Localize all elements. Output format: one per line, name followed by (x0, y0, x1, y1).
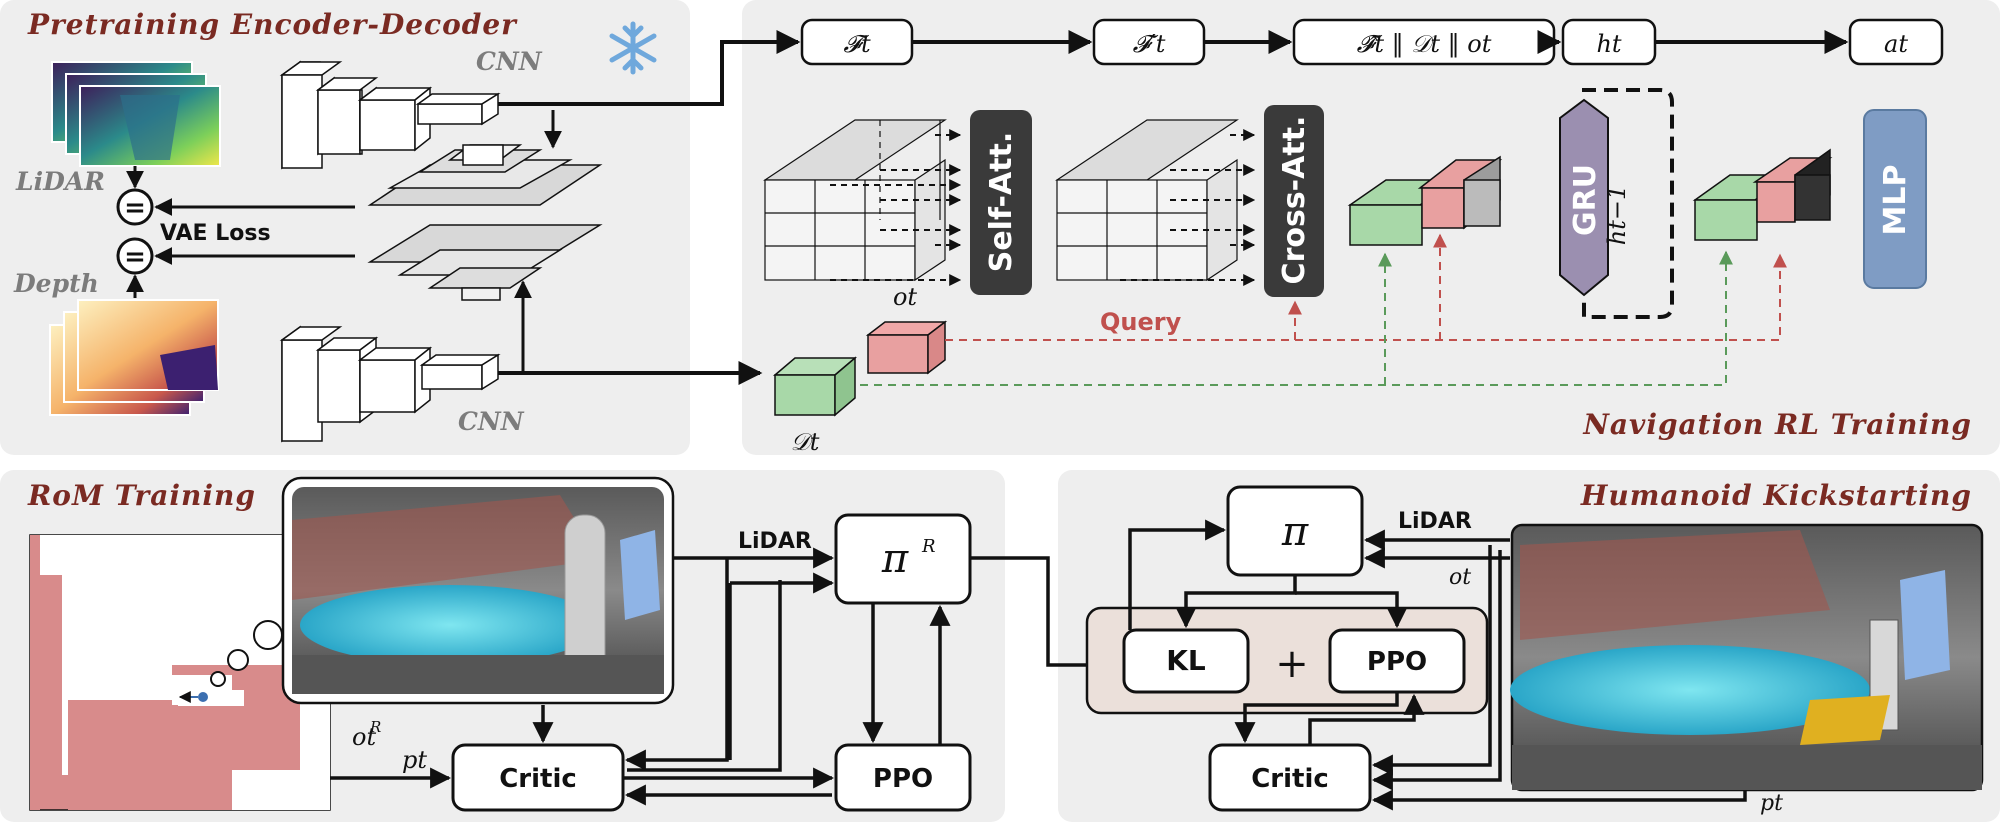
kick-lidar-label: LiDAR (1398, 509, 1472, 534)
gru-block (1559, 98, 1609, 297)
cnn-bottom-label: CNN (458, 407, 525, 436)
rom-map (29, 534, 331, 811)
lidar-label: LiDAR (15, 167, 105, 196)
hidden-ht-label: ht (1596, 30, 1621, 58)
dt-label: 𝒟t (791, 428, 820, 456)
kick-scene-image (1510, 523, 1984, 792)
mlp-label: MLP (1878, 165, 1913, 236)
rom-scene-image (281, 476, 675, 705)
rom-title: RoM Training (27, 479, 256, 512)
feature-ft-prime-label: 𝓕′t (1133, 30, 1166, 58)
cnn-top-label: CNN (476, 47, 543, 76)
pretraining-title: Pretraining Encoder-Decoder (27, 8, 518, 41)
kick-plus-label: + (1275, 641, 1309, 687)
kick-kl-label: KL (1166, 644, 1206, 677)
self-att-block (970, 110, 1032, 295)
equal-circle-top (116, 188, 154, 226)
kick-ppo-label: PPO (1367, 647, 1427, 677)
rom-pi-sup: R (921, 536, 936, 557)
ot-label-nav: ot (893, 283, 917, 311)
cnn-encoder-top (279, 60, 501, 170)
rom-ot-label: ot (352, 723, 376, 751)
dt-token (772, 356, 858, 417)
vae-loss-label: VAE Loss (160, 221, 271, 246)
kick-critic-label: Critic (1251, 764, 1329, 794)
concat-token (1347, 155, 1503, 246)
nav-chain: 𝓕t 𝓕′t 𝓕̂t ‖ 𝒟t ‖ ot ht at (800, 18, 1944, 66)
depth-image-stack (49, 299, 219, 416)
navigation-title: Navigation RL Training (1582, 408, 1972, 441)
query-label: Query (1100, 308, 1182, 336)
ht-1-label: ht−1 (1603, 185, 1631, 245)
cnn-encoder-bottom (279, 325, 501, 443)
feature-ft-label: 𝓕t (843, 30, 871, 58)
cross-att-label: Cross-Att. (1277, 116, 1312, 285)
action-at-box (1848, 18, 1944, 66)
equal-circle-bottom (116, 237, 154, 275)
cross-att-block (1264, 105, 1324, 297)
mlp-block (1863, 109, 1927, 289)
gru-label: GRU (1568, 164, 1603, 236)
self-att-token-grid (763, 119, 947, 282)
kick-critic-node (1208, 743, 1372, 812)
rom-pt-label: pt (402, 746, 427, 774)
lidar-image-stack (51, 61, 221, 167)
depth-label: Depth (13, 269, 99, 298)
query-token (865, 320, 948, 375)
rom-critic-label: Critic (499, 764, 577, 794)
rom-ppo-label: PPO (873, 764, 933, 794)
gru-recurrence-loop (1582, 88, 1674, 319)
kick-kl-node (1122, 628, 1250, 694)
kick-pt-label: pt (1760, 791, 1783, 816)
rom-pi-label: π (881, 536, 909, 582)
equal-sign-top: = (124, 193, 146, 223)
kick-pi-label: π (1281, 509, 1309, 555)
mlp-input-token (1692, 148, 1833, 241)
decoder-bottom (367, 224, 603, 301)
action-at-label: at (1884, 30, 1908, 58)
concat-label: 𝓕̂t ‖ 𝒟t ‖ ot (1357, 30, 1492, 59)
decoder-top (367, 144, 603, 206)
kick-ot-label: ot (1449, 565, 1471, 590)
rom-lidar-label: LiDAR (738, 529, 812, 554)
kickstart-title: Humanoid Kickstarting (1580, 479, 1972, 512)
snowflake-icon (609, 21, 657, 75)
self-att-label: Self-Att. (984, 132, 1019, 273)
rom-ot-sup: R (369, 718, 381, 736)
equal-sign-bottom: = (124, 242, 146, 272)
rom-ppo-node (834, 743, 972, 812)
